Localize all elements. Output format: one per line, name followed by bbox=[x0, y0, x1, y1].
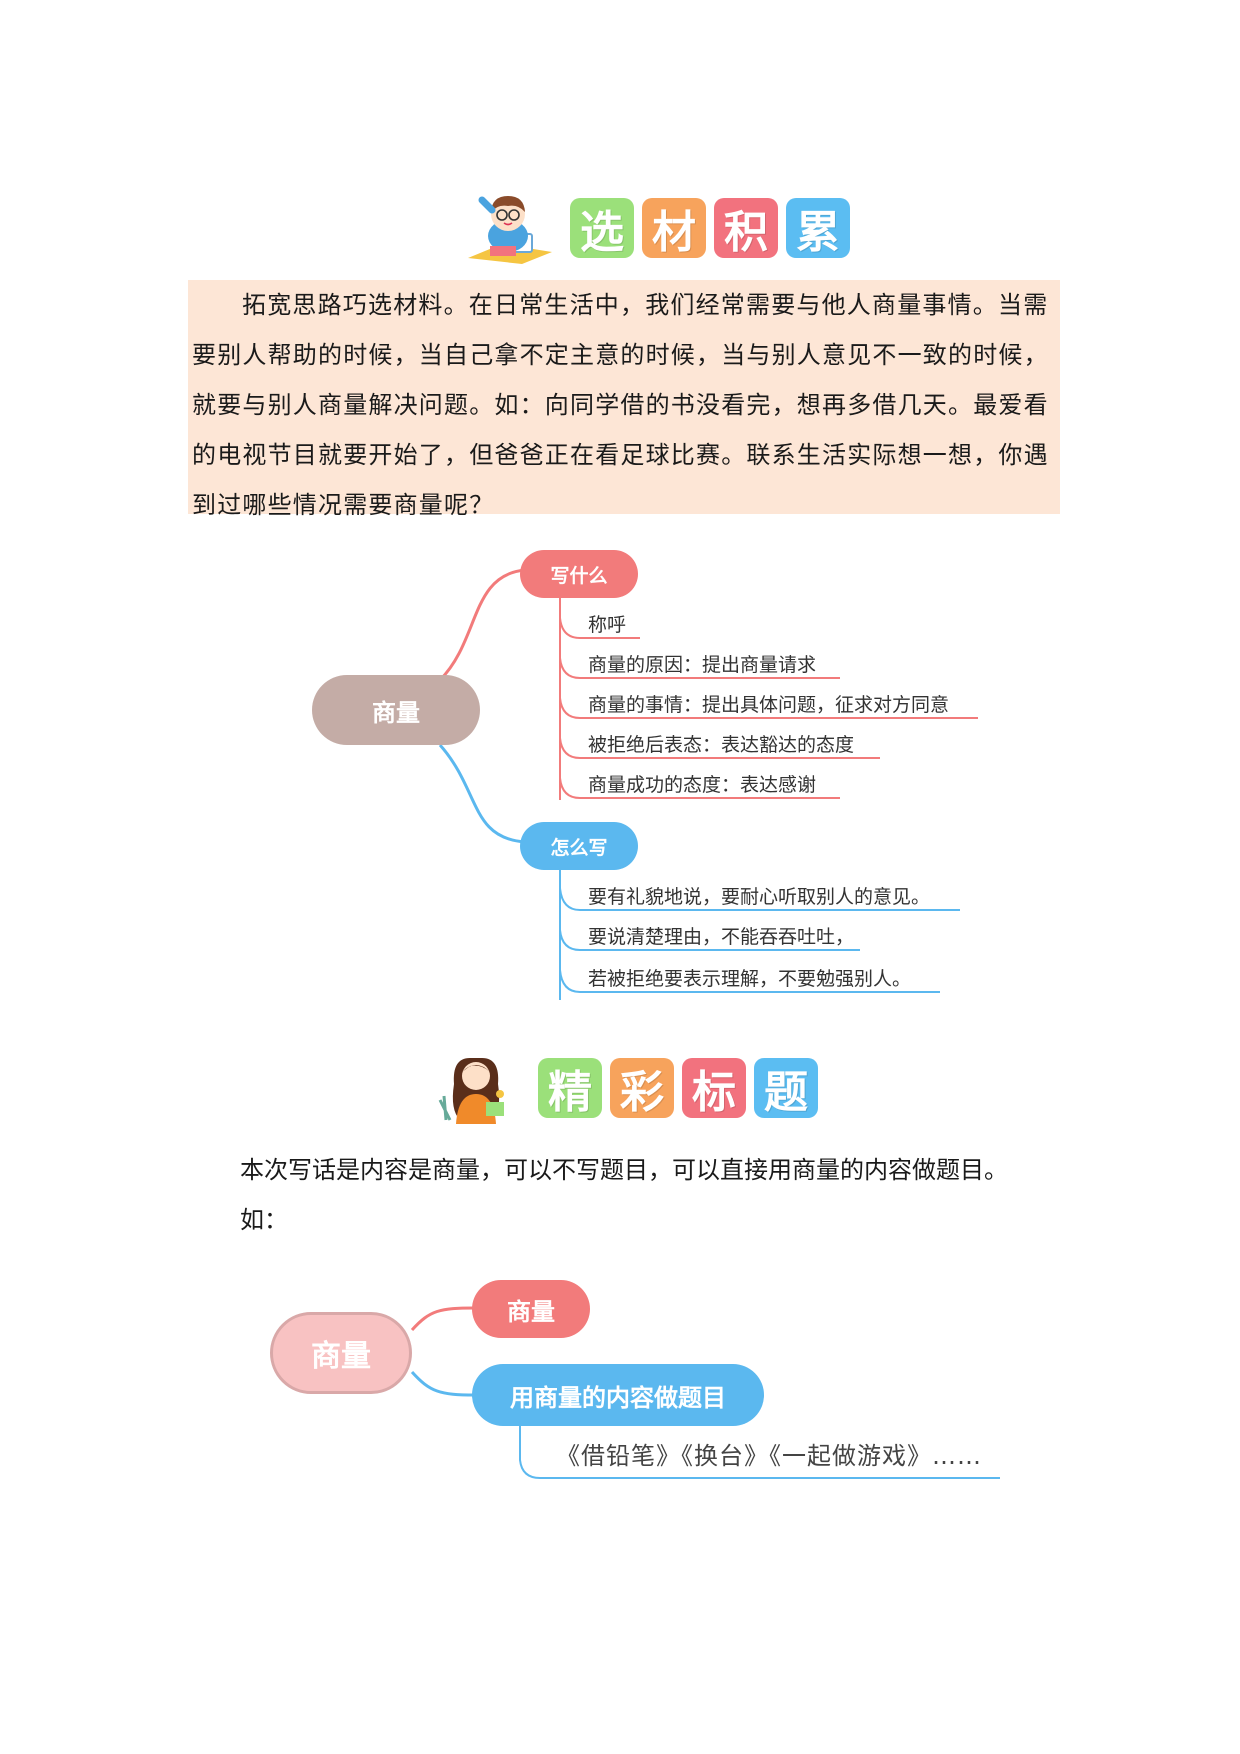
mindmap2-example-titles: 《借铅笔》《换台》《一起做游戏》…… bbox=[556, 1442, 982, 1470]
mindmap1-what-item: 商量成功的态度：表达感谢 bbox=[588, 774, 817, 796]
mindmap1-what-item: 被拒绝后表态：表达豁达的态度 bbox=[588, 734, 855, 756]
title-intro-line: 本次写话是内容是商量，可以不写题目，可以直接用商量的内容做题目。 bbox=[240, 1156, 1008, 1184]
mindmap1-how-item: 若被拒绝要表示理解，不要勉强别人。 bbox=[588, 968, 912, 990]
mindmap1-how-item: 要有礼貌地说，要耐心听取别人的意见。 bbox=[588, 886, 931, 908]
heading-char-tile: 累 bbox=[786, 198, 850, 258]
mindmap1-what-item: 商量的原因：提出商量请求 bbox=[588, 654, 817, 676]
heading-char-tile: 材 bbox=[642, 198, 706, 258]
heading-char-tile: 标 bbox=[682, 1058, 746, 1118]
mindmap1-branch-how: 怎么写 bbox=[520, 822, 638, 870]
intro-paragraph: 拓宽思路巧选材料。在日常生活中，我们经常需要与他人商量事情。当需要别人帮助的时候… bbox=[192, 291, 1049, 519]
heading-char-tile: 选 bbox=[570, 198, 634, 258]
heading-char-tile: 彩 bbox=[610, 1058, 674, 1118]
mindmap1-how-item: 要说清楚理由，不能吞吞吐吐， bbox=[588, 926, 855, 948]
heading-char-tile: 精 bbox=[538, 1058, 602, 1118]
mindmap1-branch-what: 写什么 bbox=[520, 550, 638, 598]
heading-char-tile: 积 bbox=[714, 198, 778, 258]
mindmap1-center-node: 商量 bbox=[312, 675, 480, 745]
intro-paragraph-box: 拓宽思路巧选材料。在日常生活中，我们经常需要与他人商量事情。当需要别人帮助的时候… bbox=[188, 280, 1060, 519]
mindmap1-what-item: 商量的事情：提出具体问题，征求对方同意 bbox=[588, 694, 950, 716]
boy-reading-icon bbox=[468, 196, 552, 264]
teacher-icon bbox=[438, 1058, 504, 1124]
mindmap1-what-item: 称呼 bbox=[588, 614, 627, 636]
section-heading-title: 精 彩 标 题 bbox=[430, 1050, 818, 1126]
mindmap2-branch-bottom: 用商量的内容做题目 bbox=[472, 1364, 764, 1426]
mindmap2-branch-top: 商量 bbox=[472, 1280, 590, 1338]
mindmap2-center-node: 商量 bbox=[270, 1312, 412, 1394]
section-heading-material: 选 材 积 累 bbox=[462, 190, 850, 266]
heading-char-tile: 题 bbox=[754, 1058, 818, 1118]
title-example-label: 如： bbox=[240, 1206, 288, 1234]
